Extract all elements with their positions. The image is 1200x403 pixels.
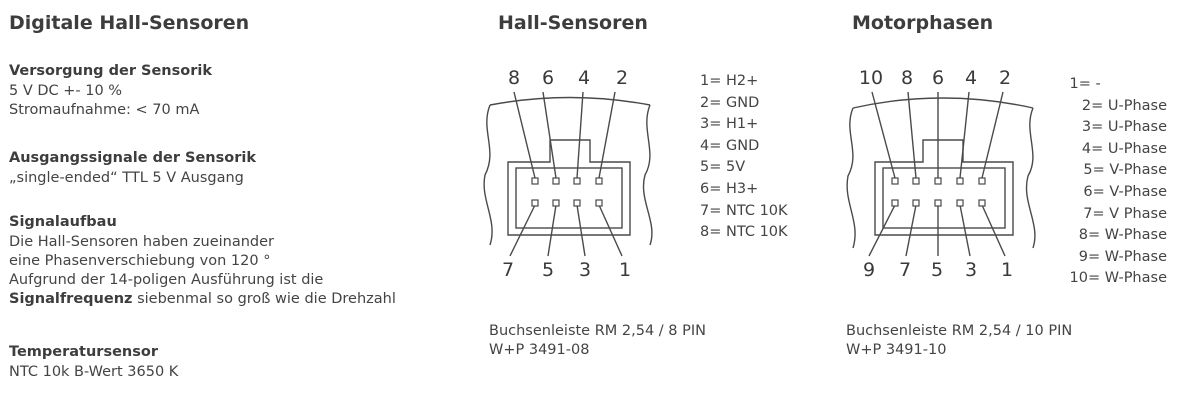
legend-item: 5= V-Phase bbox=[1083, 162, 1167, 179]
motor-pin-legend: 1= - 2= U-Phase 3= U-Phase 4= U-Phase 5=… bbox=[1070, 74, 1168, 290]
motor-housing-top-edge bbox=[852, 97, 1034, 109]
pin-label: 4 bbox=[965, 67, 977, 89]
legend-item: 9= W-Phase bbox=[1078, 248, 1167, 265]
legend-item: 6= H3+ bbox=[700, 180, 759, 197]
legend-item: 7= NTC 10K bbox=[700, 202, 788, 219]
pin-label: 3 bbox=[965, 259, 977, 281]
temp-line: NTC 10k B-Wert 3650 K bbox=[9, 364, 179, 380]
legend-item: 7= V Phase bbox=[1083, 205, 1167, 222]
output-line: „single-ended“ TTL 5 V Ausgang bbox=[9, 170, 244, 186]
motor-title: Motorphasen bbox=[852, 12, 994, 34]
hall-housing-top-edge bbox=[489, 96, 651, 106]
pin-label: 1 bbox=[1001, 259, 1013, 281]
legend-item: 10= W-Phase bbox=[1069, 270, 1168, 287]
supply-line: Stromaufnahme: < 70 mA bbox=[9, 102, 200, 118]
pin-label: 5 bbox=[542, 259, 554, 281]
caption-line: W+P 3491-10 bbox=[846, 342, 947, 358]
legend-item: 2= U-Phase bbox=[1081, 97, 1167, 114]
pin-label: 8 bbox=[901, 67, 913, 89]
legend-item: 3= H1+ bbox=[700, 116, 759, 133]
legend-item: 4= U-Phase bbox=[1081, 140, 1167, 157]
hall-socket-outline bbox=[507, 139, 631, 236]
signal-heading: Signalaufbau bbox=[9, 214, 117, 230]
signal-text: Die Hall-Sensoren haben zueinander eine … bbox=[9, 233, 396, 309]
signal-line-rest: siebenmal so groß wie die Drehzahl bbox=[132, 291, 396, 307]
motor-socket-outline bbox=[874, 139, 1014, 236]
signal-line: Signalfrequenz siebenmal so groß wie die… bbox=[9, 290, 396, 309]
pin-label: 5 bbox=[931, 259, 943, 281]
legend-item: 3= U-Phase bbox=[1081, 119, 1167, 136]
legend-item: 8= NTC 10K bbox=[700, 224, 788, 241]
legend-item: 1= H2+ bbox=[700, 73, 759, 89]
signal-line: Aufgrund der 14-poligen Ausführung ist d… bbox=[9, 272, 324, 288]
signal-line: Die Hall-Sensoren haben zueinander bbox=[9, 234, 275, 250]
motor-caption: Buchsenleiste RM 2,54 / 10 PIN W+P 3491-… bbox=[846, 322, 1072, 360]
legend-item: 1= - bbox=[1069, 76, 1101, 92]
supply-line: 5 V DC +- 10 % bbox=[9, 83, 123, 99]
hall-housing-left-edge bbox=[483, 104, 493, 246]
pin-label: 3 bbox=[579, 259, 591, 281]
pin-label: 10 bbox=[859, 67, 883, 89]
caption-line: Buchsenleiste RM 2,54 / 8 PIN bbox=[489, 323, 706, 339]
legend-item: 5= 5V bbox=[700, 159, 746, 176]
pin-label: 7 bbox=[899, 259, 911, 281]
supply-text: 5 V DC +- 10 % Stromaufnahme: < 70 mA bbox=[9, 82, 199, 120]
pin-label: 6 bbox=[542, 67, 554, 89]
supply-heading: Versorgung der Sensorik bbox=[9, 63, 212, 79]
signal-frequency-term: Signalfrequenz bbox=[9, 291, 133, 307]
motor-housing-left-edge bbox=[846, 107, 856, 249]
legend-item: 2= GND bbox=[700, 94, 760, 111]
caption-line: W+P 3491-08 bbox=[489, 342, 590, 358]
pin-label: 9 bbox=[863, 259, 875, 281]
pin-label: 8 bbox=[508, 67, 520, 89]
pin-label: 4 bbox=[578, 67, 590, 89]
motor-connector-diagram: 10 8 6 4 2 9 7 5 3 1 bbox=[846, 67, 1036, 281]
legend-item: 8= W-Phase bbox=[1078, 227, 1167, 244]
motor-housing-right-edge bbox=[1025, 107, 1036, 249]
hall-caption: Buchsenleiste RM 2,54 / 8 PIN W+P 3491-0… bbox=[489, 322, 706, 360]
temp-heading: Temperatursensor bbox=[9, 344, 158, 360]
pin-label: 6 bbox=[932, 67, 944, 89]
hall-socket-inner bbox=[515, 167, 623, 229]
hall-title: Hall-Sensoren bbox=[498, 12, 648, 34]
pin-label: 1 bbox=[619, 259, 631, 281]
legend-item: 6= V-Phase bbox=[1083, 183, 1167, 200]
caption-line: Buchsenleiste RM 2,54 / 10 PIN bbox=[846, 323, 1073, 339]
motor-socket-inner bbox=[882, 167, 1006, 229]
hall-connector-diagram: 8 6 4 2 7 5 3 1 bbox=[483, 67, 653, 281]
pin-label: 7 bbox=[502, 259, 514, 281]
hall-pin-legend: 1= H2+ 2= GND 3= H1+ 4= GND 5= 5V 6= H3+… bbox=[700, 71, 788, 244]
hall-housing-right-edge bbox=[642, 104, 653, 246]
legend-item: 4= GND bbox=[700, 137, 760, 154]
pin-label: 2 bbox=[999, 67, 1011, 89]
page-title: Digitale Hall-Sensoren bbox=[9, 12, 250, 34]
output-text: „single-ended“ TTL 5 V Ausgang bbox=[9, 169, 244, 188]
pin-label: 2 bbox=[616, 67, 628, 89]
signal-line: eine Phasenverschiebung von 120 ° bbox=[9, 253, 271, 269]
temp-text: NTC 10k B-Wert 3650 K bbox=[9, 363, 178, 382]
output-heading: Ausgangssignale der Sensorik bbox=[9, 150, 256, 166]
